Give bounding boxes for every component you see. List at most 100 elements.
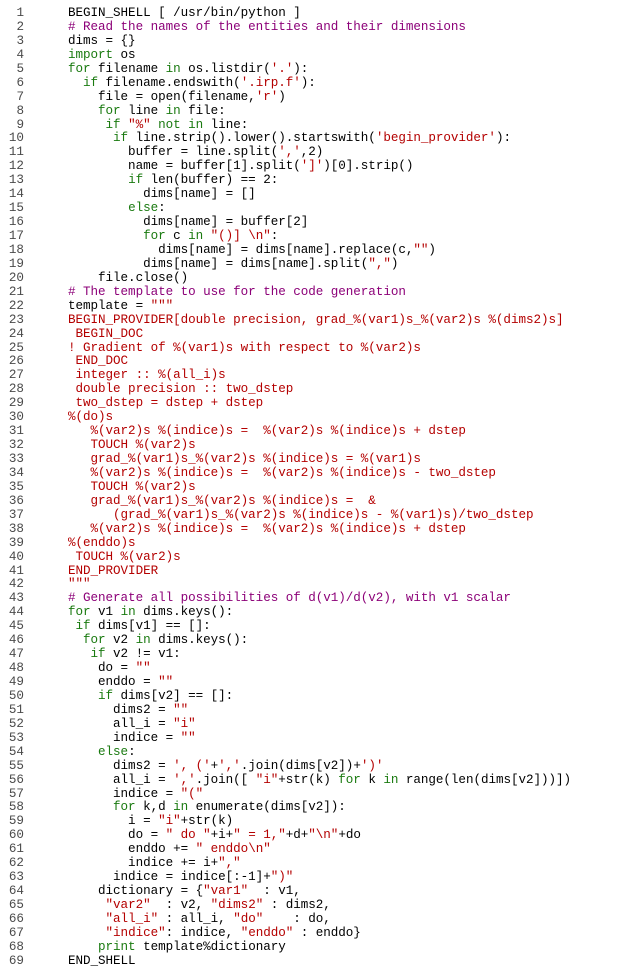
code-text: else: [24,201,166,216]
code-token: all_i = [68,772,174,787]
code-token: two_dstep = dstep + dstep [68,396,264,411]
line-number: 9 [16,117,24,132]
line-number: 33 [8,452,24,466]
line-number: 26 [8,354,24,369]
code-token: integer :: %(all_i)s [68,368,226,383]
code-token: c [165,229,189,243]
code-line: 43# Generate all possibilities of d(v1)/… [0,591,622,606]
code-token: file.close() [68,270,189,285]
code-line: 21# The template to use for the code gen… [0,285,622,300]
code-token: .join([ [195,772,256,787]
code-token: in [135,633,151,648]
line-number: 36 [8,493,24,508]
code-token: enddo += [68,842,196,857]
code-line: 56 all_i = ','.join([ "i"+str(k) for k i… [0,772,622,788]
code-token: +str(k) [278,772,339,787]
code-token: ) [428,242,436,257]
code-token [68,940,98,954]
code-line: 50 if dims[v2] == []: [0,689,622,704]
line-number: 39 [8,535,24,550]
line-number: 56 [8,772,24,787]
code-text: dims[name] = buffer[2] [24,215,308,230]
code-token: all_i = [68,716,174,731]
code-token: BEGIN_PROVIDER[double precision, grad_%(… [68,312,564,327]
code-line: 58 for k,d in enumerate(dims[v2]): [0,800,622,815]
line-number: 52 [8,716,24,731]
line-number: 44 [8,605,24,620]
code-token: ,2) [300,145,324,160]
code-token: "enddo" [240,925,294,940]
code-token: 'begin_provider' [375,131,496,146]
code-line: 18 dims[name] = dims[name].replace(c,"") [0,242,622,258]
code-line: 54 else: [0,745,622,760]
code-token: "i" [173,716,196,731]
code-line: 59 i = "i"+str(k) [0,814,622,829]
code-text: ! Gradient of %(var1)s with respect to %… [24,341,421,356]
code-text: END_SHELL [24,954,136,969]
code-token: "var2" [105,898,151,912]
code-token: v1 [90,605,121,620]
code-token: os [113,47,136,62]
code-line: 40 TOUCH %(var2)s [0,550,622,565]
code-token: "i" [158,814,181,829]
code-token: "i" [255,772,279,787]
code-token: os.listdir( [180,61,271,76]
code-token: "()] \n" [210,229,271,243]
code-token: )[0].strip() [323,159,414,174]
code-line: 46 for v2 in dims.keys(): [0,633,622,648]
code-token: ): [495,131,511,146]
code-token: if [83,75,99,90]
code-text: integer :: %(all_i)s [24,368,226,383]
code-token: i = [68,814,159,829]
code-token: import [68,47,114,62]
code-token [68,619,76,633]
line-number: 11 [8,145,24,160]
code-token: BEGIN_SHELL [ /usr/bin/python ] [68,6,301,20]
code-token: .join(dims[v2])+ [240,758,361,773]
line-number: 12 [8,159,24,174]
code-token: for [68,605,91,620]
code-token: grad_%(var1)s_%(var2)s %(indice)s = %(va… [68,452,421,466]
line-number: 17 [8,229,24,243]
code-text: if "%" not in line: [24,118,249,133]
line-number: 66 [8,911,24,926]
code-token: enddo = [68,675,159,689]
code-text: BEGIN_DOC [24,327,144,342]
code-token: + [210,758,219,773]
code-token: grad_%(var1)s_%(var2)s %(indice)s = & [68,493,376,508]
code-token: line.strip().lower().startswith( [128,131,376,146]
code-token: if [90,647,106,662]
code-token: file: [180,103,226,118]
code-line: 24 BEGIN_DOC [0,327,622,342]
code-text: if dims[v1] == []: [24,619,211,634]
code-token: range(len(dims[v2]))]) [398,772,572,787]
code-text: """ [24,577,91,592]
code-token: dims2 = [68,758,174,773]
code-token [68,104,98,118]
code-line: 26 END_DOC [0,354,622,369]
code-line: 52 all_i = "i" [0,716,622,732]
code-text: else: [24,745,136,760]
code-text: BEGIN_SHELL [ /usr/bin/python ] [24,6,301,21]
code-token: dims.keys(): [150,633,249,648]
code-token: k [360,772,384,787]
code-token: indice = [68,730,181,745]
code-token: for [83,633,106,648]
code-token: # Read the names of the entities and the… [68,19,466,34]
code-token: +str(k) [180,814,234,829]
code-token: : indice, [165,925,241,940]
code-text: TOUCH %(var2)s [24,550,181,565]
code-line: 64 dictionary = {"var1" : v1, [0,884,622,899]
code-line: 20 file.close() [0,270,622,286]
code-token [68,76,83,90]
code-text: %(enddo)s [24,536,136,551]
code-text: %(var2)s %(indice)s = %(var2)s %(indice)… [24,466,496,481]
code-token: : all_i, [158,911,234,926]
code-line: 15 else: [0,201,622,216]
code-line: 53 indice = "" [0,730,622,746]
code-token: : v1, [248,884,301,899]
code-line: 38 %(var2)s %(indice)s = %(var2)s %(indi… [0,522,622,537]
